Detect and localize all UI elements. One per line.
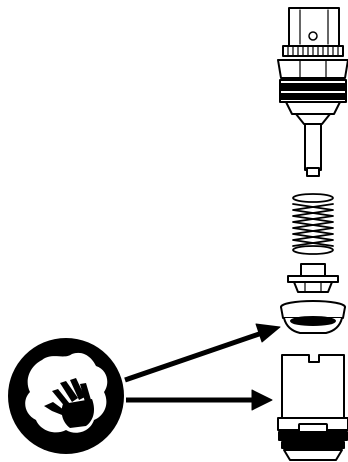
- valve-head-assembly: [278, 8, 348, 176]
- wipe-clean-icon: [8, 338, 124, 454]
- valve-disc: [288, 264, 338, 292]
- arrow-to-seal-washer: [125, 324, 280, 380]
- valve-body-sleeve: [278, 355, 348, 460]
- arrow-to-valve-body-sleeve: [126, 390, 272, 410]
- seal-washer: [281, 301, 345, 333]
- spring: [293, 194, 333, 254]
